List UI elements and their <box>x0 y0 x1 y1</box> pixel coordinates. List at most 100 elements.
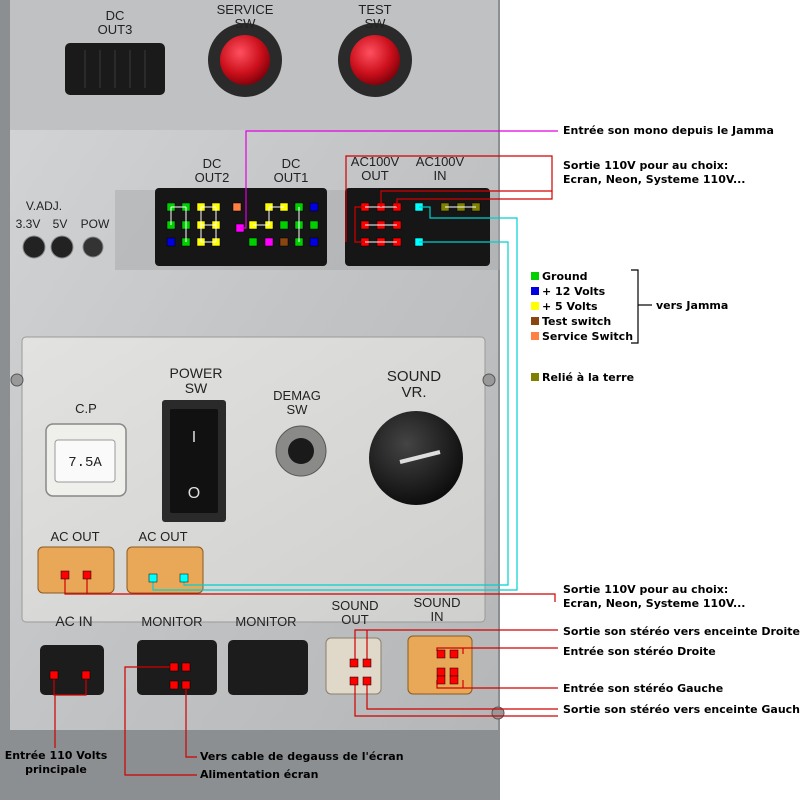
pin-monitor <box>169 680 179 690</box>
label-line: DEMAG <box>273 388 321 403</box>
label-line: AC IN <box>55 613 92 629</box>
legend-swatch <box>531 317 539 325</box>
leader-110v-top <box>345 155 553 242</box>
legend-item-12v: + 12 Volts <box>531 285 605 299</box>
leader-main-input <box>53 675 87 696</box>
annotation-stereo-out-right: Sortie son stéréo vers enceinte Droite <box>563 625 800 638</box>
leader-stereo-out-left <box>354 681 558 717</box>
annotation-main-input-2: principale <box>25 763 87 776</box>
leader-110v-bottom <box>64 575 556 602</box>
pin-monitor <box>169 662 179 672</box>
label-line: SERVICE <box>217 2 274 17</box>
pin-ground <box>248 237 258 247</box>
leader-line <box>183 241 509 586</box>
pin-monitor <box>181 680 191 690</box>
label-line: DC <box>282 156 301 171</box>
annotation-main-input-1: Entrée 110 Volts <box>4 749 108 762</box>
pin-sound-in <box>449 649 459 659</box>
legend-item-earth: Relié à la terre <box>531 371 634 385</box>
label-line: OUT2 <box>195 170 230 185</box>
annotation-stereo-in-right: Entrée son stéréo Droite <box>563 645 716 658</box>
label-line: 5V <box>53 217 68 231</box>
label-line: SW <box>287 402 309 417</box>
switch-off-mark: O <box>188 485 200 502</box>
legend-label: Relié à la terre <box>542 371 635 384</box>
pin-ac-in <box>49 670 59 680</box>
pin-ground <box>279 220 289 230</box>
pin-sound-out <box>362 676 372 686</box>
label-line: SOUND <box>332 598 379 613</box>
label-v5: 5V <box>53 217 68 231</box>
pin-sound-out <box>362 658 372 668</box>
connector-pins <box>49 570 459 690</box>
pin-ac-in <box>81 670 91 680</box>
label-line: AC100V <box>416 154 465 169</box>
leader-stereo-out-right <box>354 629 558 663</box>
fuse-label-box <box>54 439 116 483</box>
label-line: 3.3V <box>16 217 41 231</box>
screw-icon <box>10 373 505 720</box>
annotation-110v-out-top-2: Ecran, Neon, Systeme 110V... <box>563 173 746 186</box>
sound-knob-indicator <box>399 450 441 464</box>
label-ac-out-1: AC OUT <box>50 529 99 544</box>
pin-v12 <box>166 237 176 247</box>
annotation-vers-jamma: vers Jamma <box>656 299 729 312</box>
ac-in-connector <box>40 645 104 695</box>
label-line: DC <box>106 8 125 23</box>
legend-label: Service Switch <box>542 330 634 343</box>
label-line: OUT1 <box>274 170 309 185</box>
annotation-stereo-in-left: Entrée son stéréo Gauche <box>563 682 724 695</box>
pot-5v <box>50 235 74 259</box>
label-line: MONITOR <box>235 614 296 629</box>
pin-mono <box>264 237 274 247</box>
monitor-2-connector <box>228 640 308 695</box>
power-switch-rocker <box>170 409 218 513</box>
label-cp: C.P <box>75 401 97 416</box>
annotation-screen-power: Alimentation écran <box>200 768 319 781</box>
pin-v12 <box>309 237 319 247</box>
label-pow: POW <box>81 217 110 231</box>
label-line: AC OUT <box>138 529 187 544</box>
label-line: SW <box>235 16 257 31</box>
pin-sound-in <box>436 667 446 677</box>
legend-swatch <box>531 332 539 340</box>
leader-mono-in <box>240 130 558 229</box>
pin-sound-out <box>349 658 359 668</box>
label-line: OUT <box>341 612 369 627</box>
legend-label: + 5 Volts <box>542 300 598 313</box>
label-line: SOUND <box>414 595 461 610</box>
pow-led <box>82 236 104 258</box>
legend-item-test-switch: Test switch <box>531 315 611 329</box>
label-v33: 3.3V <box>16 217 41 231</box>
wire-overlay <box>53 130 652 776</box>
label-monitor-2: MONITOR <box>235 614 296 629</box>
label-line: SOUND <box>387 368 441 385</box>
switch-on-mark: I <box>192 429 196 446</box>
fuse-rating: 7.5A <box>68 455 102 471</box>
pin-ac-out-1 <box>82 570 92 580</box>
legend-item-service-switch: Service Switch <box>531 330 633 344</box>
label-line: MONITOR <box>141 614 202 629</box>
legend-bracket <box>631 269 639 344</box>
label-line: POWER <box>170 365 223 381</box>
legend-swatch <box>531 302 539 310</box>
pin-service <box>232 202 242 212</box>
legend-item-5v: + 5 Volts <box>531 300 598 314</box>
test-switch-button <box>350 35 400 85</box>
pin-ac-out-2 <box>179 573 189 583</box>
label-ac-in: AC IN <box>55 613 92 629</box>
pin-v12 <box>309 202 319 212</box>
label-line: POW <box>81 217 110 231</box>
label-line: V.ADJ. <box>26 199 62 213</box>
legend-label: Ground <box>542 270 588 283</box>
label-line: DC <box>203 156 222 171</box>
